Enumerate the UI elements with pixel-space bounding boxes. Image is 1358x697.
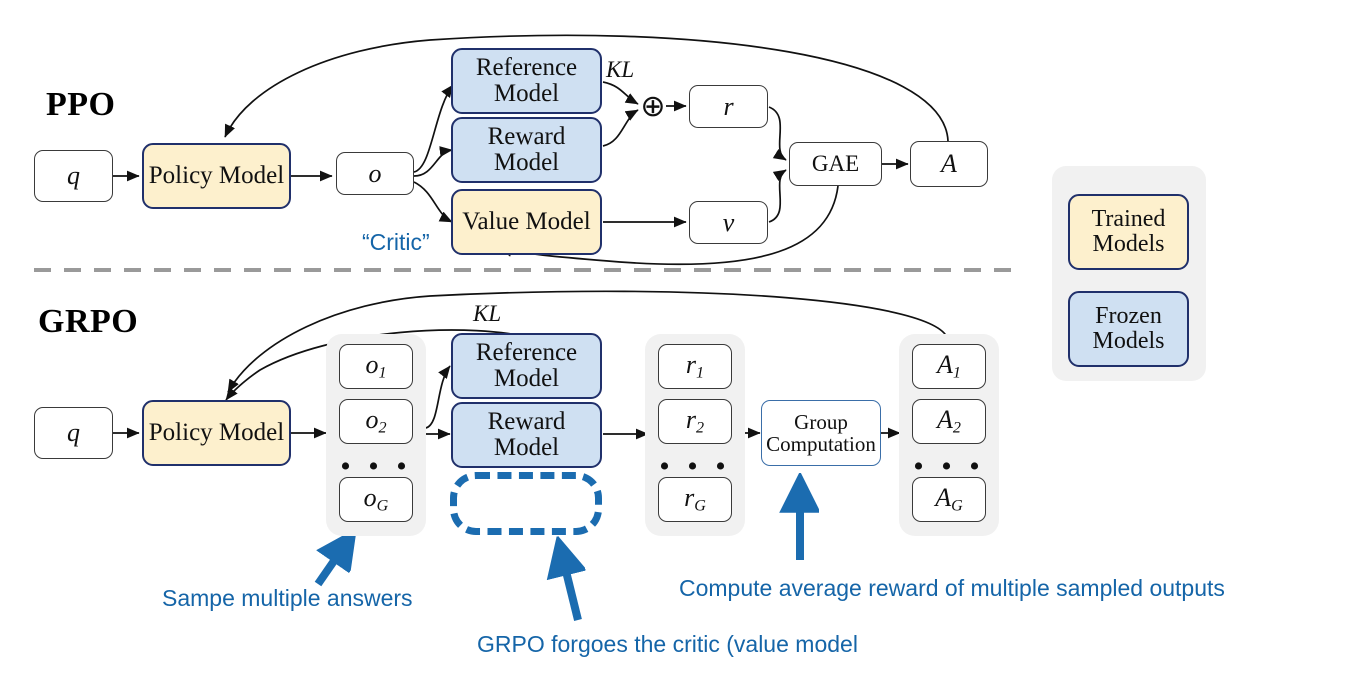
grpo-output-symbol-2: o [365, 405, 379, 435]
grpo-output-item-2: o2 [339, 399, 413, 444]
ppo-reward-box: r [689, 85, 768, 128]
grpo-advantage-sub-1: 1 [952, 364, 961, 382]
grpo-policy-model-box: Policy Model [142, 400, 291, 466]
arrow-forgoes [562, 555, 578, 621]
grpo-reward-symbol-1: r [685, 350, 697, 380]
grpo-output-sub-1: 1 [378, 364, 387, 382]
grpo-advantage-sub-g: G [951, 497, 963, 515]
arrow-sample [314, 545, 345, 587]
ppo-query-label: q [67, 161, 80, 191]
grpo-advantage-symbol-2: A [937, 405, 953, 435]
ppo-kl-label: KL [606, 57, 635, 82]
ppo-value-model-box: Value Model [451, 189, 602, 255]
ppo-value-label: v [722, 207, 735, 237]
ppo-reference-model-box: Reference Model [451, 48, 602, 114]
ppo-advantage-box: A [910, 141, 988, 187]
grpo-policy-model-label: Policy Model [148, 418, 285, 446]
grpo-reward-sub-g: G [694, 497, 706, 515]
grpo-title: GRPO [38, 303, 139, 340]
grpo-reward-symbol-2: r [685, 405, 697, 435]
grpo-advantage-ellipsis: • • • [913, 450, 985, 483]
grpo-output-symbol-1: o [365, 350, 379, 380]
legend-frozen-models-box: Frozen Models [1068, 291, 1189, 367]
legend-trained-models-label: Trained Models [1091, 205, 1166, 257]
ppo-output-box: o [336, 152, 414, 195]
grpo-output-symbol-g: o [363, 483, 377, 513]
grpo-reward-symbol-g: r [684, 483, 695, 513]
grpo-reward-sub-2: 2 [696, 419, 705, 437]
grpo-advantage-item-1: A1 [912, 344, 986, 389]
grpo-reference-model-box: Reference Model [451, 333, 602, 399]
grpo-output-ellipsis: • • • [340, 450, 412, 483]
ppo-value-box: v [689, 201, 768, 244]
ppo-reference-model-label: Reference Model [475, 53, 578, 107]
grpo-reward-sub-1: 1 [696, 364, 705, 382]
grpo-reward-item-2: r2 [658, 399, 732, 444]
grpo-reward-ellipsis: • • • [659, 450, 731, 483]
ppo-gae-label: GAE [811, 150, 860, 176]
grpo-reward-item-1: r1 [658, 344, 732, 389]
grpo-query-box: q [34, 407, 113, 459]
legend-frozen-models-label: Frozen Models [1092, 302, 1165, 354]
grpo-advantage-symbol-1: A [937, 350, 953, 380]
grpo-query-label: q [67, 418, 80, 448]
ppo-reward-model-box: Reward Model [451, 117, 602, 183]
annotation-compute-average-reward: Compute average reward of multiple sampl… [679, 575, 1225, 601]
ppo-value-model-label: Value Model [462, 207, 591, 235]
ppo-query-box: q [34, 150, 113, 202]
grpo-omitted-value-model-placeholder [450, 472, 602, 535]
ppo-reward-label: r [723, 91, 734, 121]
grpo-advantage-item-2: A2 [912, 399, 986, 444]
grpo-reward-model-label: Reward Model [487, 407, 566, 461]
grpo-advantage-item-g: AG [912, 477, 986, 522]
grpo-output-sub-g: G [376, 497, 389, 515]
grpo-group-computation-box: Group Computation [761, 400, 881, 466]
annotation-sample-multiple-answers: Sampe multiple answers [162, 585, 413, 611]
ppo-gae-box: GAE [789, 142, 882, 186]
grpo-kl-label: KL [473, 301, 502, 326]
ppo-title: PPO [46, 86, 116, 123]
grpo-output-sub-2: 2 [378, 419, 387, 437]
ppo-policy-model-label: Policy Model [148, 161, 285, 189]
legend-trained-models-box: Trained Models [1068, 194, 1189, 270]
ppo-output-label: o [368, 158, 382, 188]
annotation-grpo-forgoes-critic: GRPO forgoes the critic (value model [477, 631, 858, 657]
ppo-critic-label: “Critic” [362, 229, 430, 255]
grpo-output-item-g: oG [339, 477, 413, 522]
ppo-oplus-icon: ⊕ [640, 90, 666, 123]
grpo-reward-item-g: rG [658, 477, 732, 522]
grpo-output-item-1: o1 [339, 344, 413, 389]
ppo-policy-model-box: Policy Model [142, 143, 291, 209]
grpo-advantage-symbol-g: A [935, 483, 952, 513]
grpo-reward-model-box: Reward Model [451, 402, 602, 468]
grpo-group-computation-label: Group Computation [766, 409, 876, 456]
ppo-advantage-label: A [941, 149, 957, 179]
grpo-advantage-sub-2: 2 [952, 419, 961, 437]
grpo-reference-model-label: Reference Model [475, 338, 578, 392]
ppo-reward-model-label: Reward Model [487, 122, 566, 176]
